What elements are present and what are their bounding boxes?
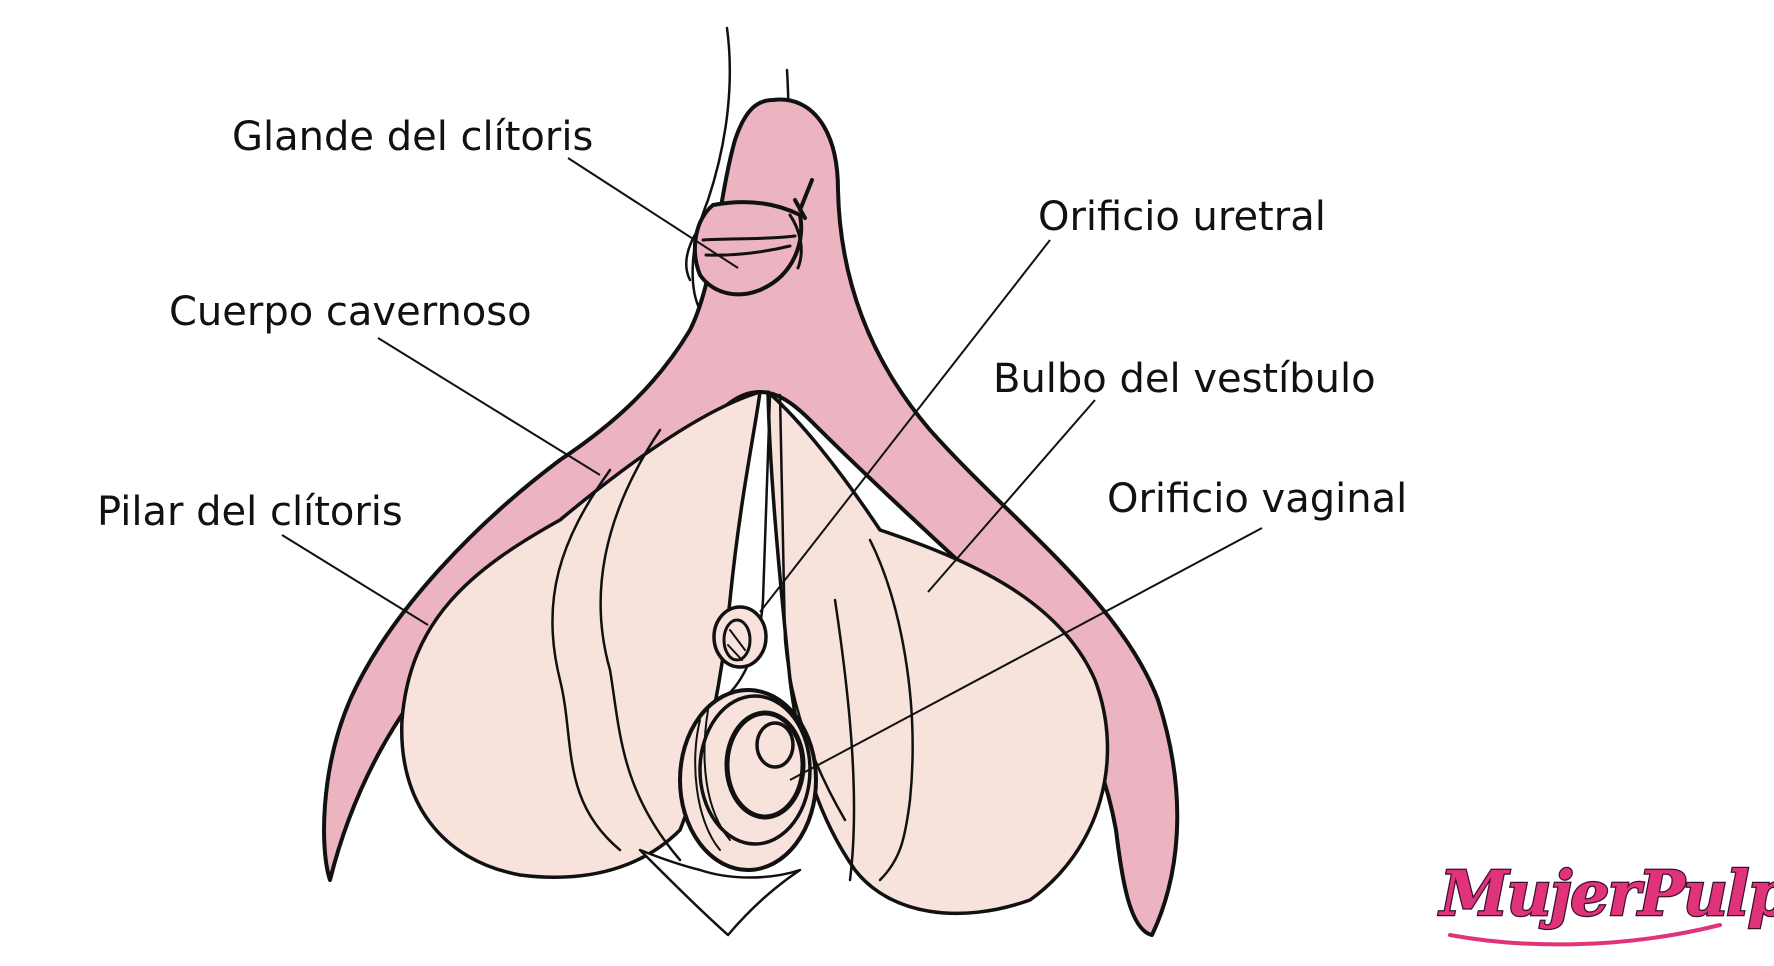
glans-hatching [701,178,814,270]
logo-underline-swash [1448,923,1722,947]
leader-lines [281,157,1263,781]
brand-logo: MujerPulpo [1437,856,1774,947]
leader-glande [567,157,739,269]
leader-pilar [281,534,429,626]
label-glande: Glande del clítoris [232,114,593,160]
label-orificio-uretral: Orificio uretral [1038,194,1326,240]
leader-bulbo [927,399,1096,593]
lower-membrane [638,848,802,937]
left-vestibular-bulb [400,390,762,879]
label-pilar: Pilar del clítoris [97,489,403,535]
glans-cap [692,200,804,297]
label-cuerpo-cavernoso: Cuerpo cavernoso [169,289,532,335]
leader-orificio-vaginal [789,527,1263,781]
leader-orificio-uretral [759,239,1051,613]
label-orificio-vaginal: Orificio vaginal [1107,476,1407,522]
urethral-orifice [712,605,768,669]
leader-cuerpo [377,337,601,476]
logo-text: MujerPulpo [1438,857,1774,930]
vaginal-orifice [678,688,818,872]
label-bulbo: Bulbo del vestíbulo [993,356,1376,402]
